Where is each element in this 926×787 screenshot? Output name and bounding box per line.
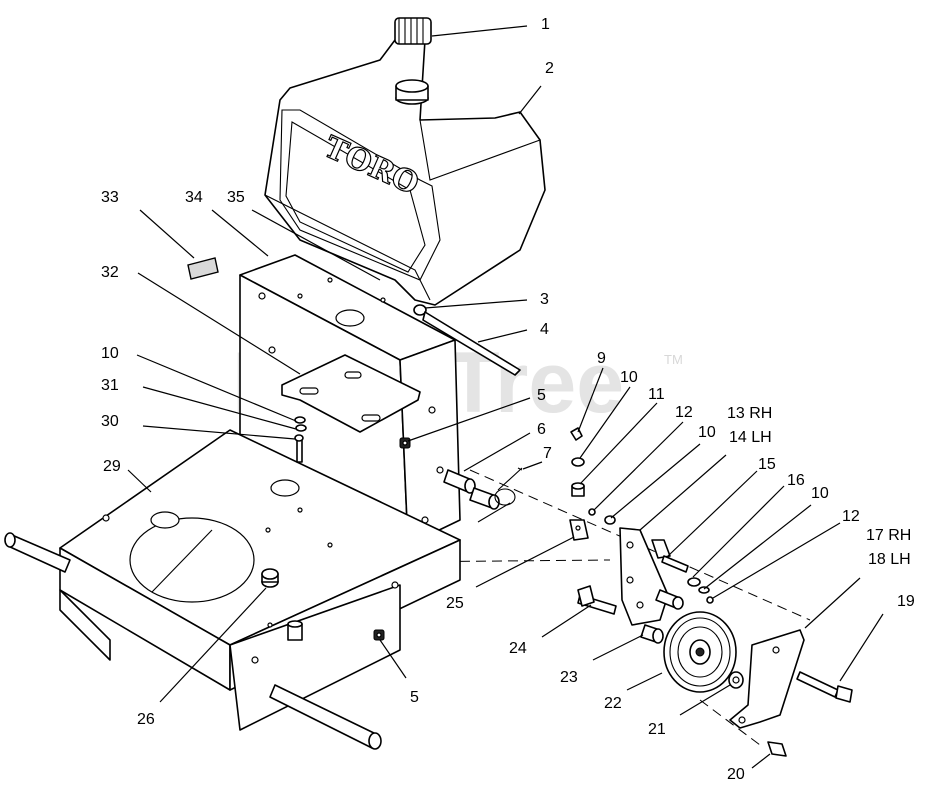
washer-10c	[604, 515, 616, 525]
torsion-spring	[477, 467, 523, 523]
callout-2: 2	[545, 60, 554, 77]
callout-7: 7	[543, 445, 552, 462]
spacer-6	[443, 469, 476, 494]
callout-17-rh: 17 RH	[866, 527, 911, 544]
cotter-12a	[588, 508, 596, 516]
washer-16	[687, 577, 701, 587]
callout-23: 23	[560, 669, 578, 686]
callout-16: 16	[787, 472, 805, 489]
callout-4: 4	[540, 321, 549, 338]
callout-6: 6	[537, 421, 546, 438]
belt-guide-bracket	[729, 629, 805, 729]
callout-12-lower: 12	[842, 508, 860, 525]
mounting-plate	[281, 354, 421, 433]
pivot-block	[569, 519, 589, 541]
hose-clamp	[413, 304, 427, 316]
callout-32: 32	[101, 264, 119, 281]
callout-labels: 1 2 3 4 5 5 6 7 9 10 10 10 10 11 12 12 1…	[101, 16, 915, 783]
fuel-neck	[395, 79, 429, 105]
callout-11: 11	[648, 386, 665, 403]
post	[287, 620, 303, 641]
leader-lines	[127, 25, 884, 769]
nut-5-lower	[373, 629, 385, 641]
spacer-arm	[655, 589, 684, 610]
decal	[187, 257, 219, 280]
bolt-20	[767, 741, 787, 757]
callout-19: 19	[897, 593, 915, 610]
pin-15	[661, 555, 689, 573]
callout-18-lh: 18 LH	[868, 551, 911, 568]
callout-34: 34	[185, 189, 203, 206]
spacer-23	[640, 624, 664, 644]
callout-35: 35	[227, 189, 245, 206]
nut-21	[728, 671, 744, 689]
bolt-19	[796, 671, 853, 703]
callout-10-right: 10	[698, 424, 716, 441]
nut-5-upper	[399, 437, 411, 449]
callout-12-upper: 12	[675, 404, 693, 421]
callout-1: 1	[541, 16, 550, 33]
bushing-11	[571, 482, 585, 497]
callout-10-far: 10	[811, 485, 829, 502]
callout-31: 31	[101, 377, 119, 394]
watermark-trademark: TM	[664, 352, 683, 367]
lockwasher-31	[295, 424, 307, 432]
callout-9: 9	[597, 350, 606, 367]
callout-26: 26	[137, 711, 155, 728]
callout-20: 20	[727, 766, 745, 783]
callout-10-left: 10	[101, 345, 119, 362]
rear-axle	[269, 684, 382, 750]
callout-13-rh: 13 RH	[727, 405, 772, 422]
bushing	[469, 487, 500, 510]
clip-9	[570, 427, 583, 441]
callout-10-mid: 10	[620, 369, 638, 386]
fuel-cap	[394, 17, 432, 45]
idler-arm	[619, 527, 671, 626]
callout-5-upper: 5	[537, 387, 546, 404]
cotter-12b	[706, 596, 714, 604]
carriage-bolt	[577, 585, 617, 615]
washer-10d	[698, 586, 710, 594]
front-axle	[4, 532, 71, 573]
callout-33: 33	[101, 189, 119, 206]
washer-10b	[571, 457, 585, 467]
callout-21: 21	[648, 721, 666, 738]
callout-24: 24	[509, 640, 527, 657]
callout-15: 15	[758, 456, 776, 473]
callout-29: 29	[103, 458, 121, 475]
callout-30: 30	[101, 413, 119, 430]
callout-14-lh: 14 LH	[729, 429, 772, 446]
callout-3: 3	[540, 291, 549, 308]
callout-5-lower: 5	[410, 689, 419, 706]
nut-26	[261, 568, 279, 588]
washer-10a	[294, 416, 306, 424]
idler-pulley	[663, 611, 737, 693]
screw-30	[294, 434, 304, 463]
callout-25: 25	[446, 595, 464, 612]
fuel-line	[422, 311, 521, 376]
callout-22: 22	[604, 695, 622, 712]
fuel-tank: TORO	[264, 39, 546, 306]
